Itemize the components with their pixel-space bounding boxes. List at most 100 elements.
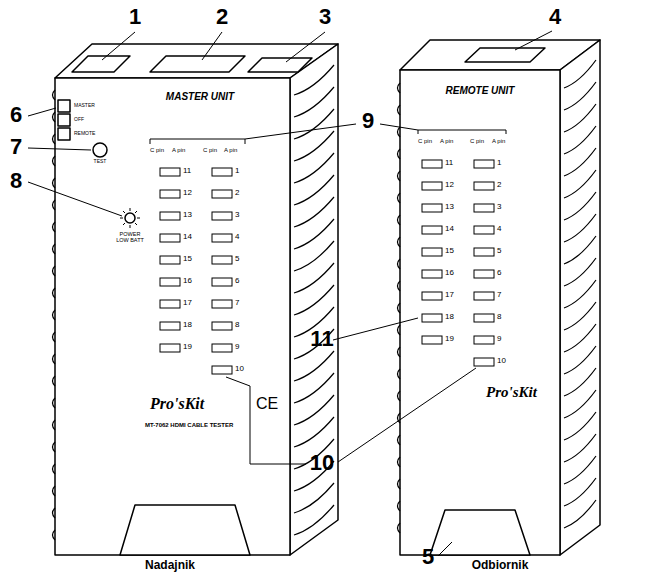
master-side-face (290, 44, 338, 555)
pin-led (422, 182, 442, 190)
port-2 (150, 56, 245, 72)
led-remote (58, 128, 70, 140)
ridge (564, 126, 596, 154)
ridge (564, 258, 596, 286)
pin-number: 9 (497, 335, 501, 343)
pin-led (422, 160, 442, 168)
pin-led (474, 336, 494, 344)
bump (53, 376, 56, 386)
led-label: OFF (74, 117, 84, 122)
ridge (564, 500, 596, 528)
callout-number: 10 (310, 452, 334, 474)
bump (53, 464, 56, 474)
leader-9 (150, 124, 506, 144)
leader-4 (515, 31, 552, 50)
ridge (564, 302, 596, 330)
pin-led (474, 182, 494, 190)
master-notch (120, 505, 250, 555)
ridge (564, 324, 596, 352)
bump (53, 288, 56, 298)
callout-number: 7 (10, 136, 22, 158)
bump (398, 435, 401, 445)
pin-header: A pin (492, 138, 505, 144)
bump (53, 486, 56, 496)
bump (53, 420, 56, 430)
ridge (294, 241, 334, 271)
leader-lines (28, 31, 552, 556)
bump (53, 222, 56, 232)
power-label: POWER LOW BATT (113, 232, 147, 243)
button-label: TEST (94, 159, 107, 164)
bump (53, 134, 56, 144)
bump (53, 530, 56, 540)
pin-number: 17 (445, 291, 454, 299)
ridge (564, 434, 596, 462)
ridge (294, 263, 334, 293)
pin-header: A pin (224, 147, 237, 153)
ridge (564, 60, 596, 88)
leader-7 (28, 148, 91, 150)
pin-led (474, 248, 494, 256)
pin-number: 6 (497, 269, 501, 277)
callout-number: 4 (549, 6, 561, 28)
bump (398, 149, 401, 159)
ridge (294, 351, 334, 381)
leader-10 (226, 368, 476, 464)
bump (398, 215, 401, 225)
brand-logo: Pro'sKit (486, 385, 537, 400)
pin-led (160, 234, 180, 242)
pin-led (160, 256, 180, 264)
pin-header: A pin (440, 138, 453, 144)
pin-header: C pin (203, 147, 217, 153)
pin-number: 9 (235, 343, 239, 351)
bump (53, 112, 56, 122)
pin-number: 16 (445, 269, 454, 277)
bump (398, 347, 401, 357)
power-led (125, 213, 135, 223)
pin-number: 4 (235, 233, 239, 241)
ridge (294, 483, 334, 513)
pin-led (160, 168, 180, 176)
callout-number: 6 (10, 104, 22, 126)
callout-number: 3 (319, 6, 331, 28)
pin-number: 6 (235, 277, 239, 285)
bump (53, 398, 56, 408)
pin-led (474, 314, 494, 322)
bump (398, 193, 401, 203)
pin-led (474, 270, 494, 278)
ridge (564, 82, 596, 110)
pin-led (212, 256, 232, 264)
pin-number: 5 (235, 255, 239, 263)
pin-led (212, 322, 232, 330)
callout-number: 1 (129, 6, 141, 28)
ridge (294, 329, 334, 359)
pin-number: 19 (183, 343, 192, 351)
ridge (294, 153, 334, 183)
pin-leds (160, 160, 494, 374)
power-led-rays (120, 208, 140, 228)
pin-number: 11 (183, 167, 191, 175)
led-label: MASTER (74, 103, 95, 108)
model-label: MT-7062 HDMI CABLE TESTER (145, 422, 233, 428)
callout-number: 5 (422, 546, 434, 568)
callout-number: 8 (10, 170, 22, 192)
port-1 (72, 56, 130, 72)
pin-led (160, 212, 180, 220)
remote-notch (430, 510, 530, 555)
pin-led (212, 344, 232, 352)
pin-led (422, 292, 442, 300)
bump (53, 354, 56, 364)
pin-led (160, 278, 180, 286)
callout-number: 2 (216, 6, 228, 28)
ridge (294, 175, 334, 205)
pin-header: C pin (470, 138, 484, 144)
pin-led (422, 204, 442, 212)
pin-led (212, 190, 232, 198)
ridge (564, 170, 596, 198)
pin-number: 3 (497, 203, 501, 211)
bump (398, 105, 401, 115)
ridge (564, 192, 596, 220)
pin-number: 12 (183, 189, 192, 197)
master-top-face (55, 44, 338, 78)
leader-1 (102, 32, 135, 60)
